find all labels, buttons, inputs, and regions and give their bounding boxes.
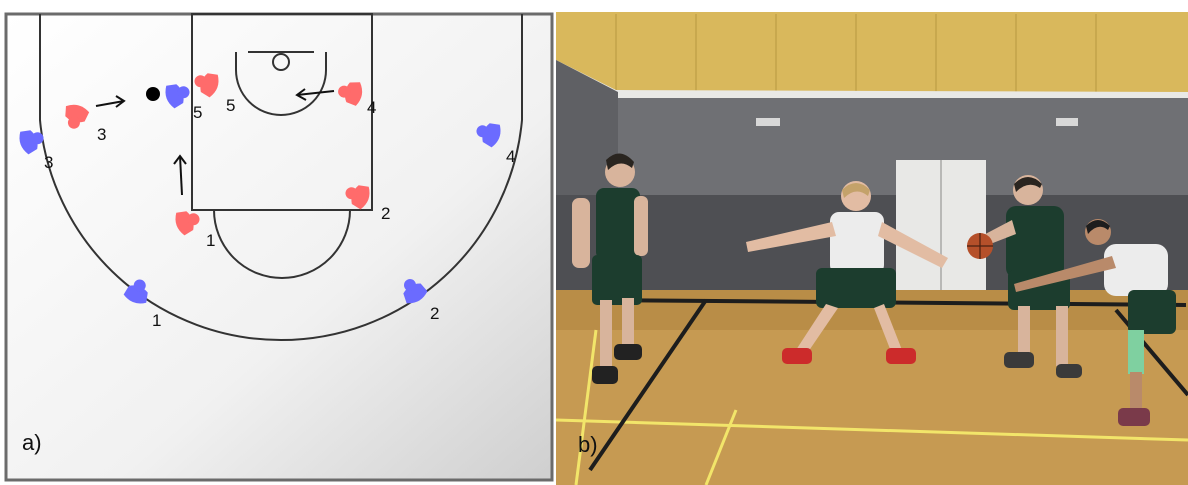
court-frame	[4, 12, 554, 482]
ball-marker	[146, 87, 160, 101]
defense-number-3: 3	[44, 153, 53, 172]
offense-number-5: 5	[226, 96, 235, 115]
defense-number-5: 5	[193, 103, 202, 122]
offense-number-1: 1	[206, 231, 215, 250]
player-left	[572, 153, 648, 384]
gym-photo: b)	[556, 12, 1188, 485]
court-lines	[39, 13, 523, 342]
defense-number-4: 4	[506, 147, 515, 166]
hoop	[272, 53, 290, 71]
court-diagram: 1 2 3 4 5 1 2 3 4 5 a)	[4, 12, 554, 482]
free-throw-circle	[213, 209, 351, 279]
player-defender-right	[1014, 219, 1176, 426]
arrow-offense-1	[179, 155, 183, 196]
movement-arrows	[95, 88, 335, 196]
arrow-head-offense-4	[295, 88, 307, 101]
arrow-offense-4	[296, 90, 335, 96]
court-floor-lines	[556, 329, 1188, 485]
arrow-head-offense-3	[115, 95, 126, 108]
three-point-line	[39, 14, 523, 342]
upper-wall	[556, 12, 1188, 98]
arrow-offense-3	[95, 100, 125, 107]
defense-number-2: 2	[430, 304, 439, 323]
offense-number-4: 4	[367, 98, 376, 117]
panel-b-label: b)	[578, 432, 598, 457]
player-defender	[746, 181, 948, 364]
player-ball-handler	[974, 175, 1082, 378]
arrow-head-offense-1	[173, 154, 187, 165]
key-lane	[191, 13, 373, 211]
wall-trim	[556, 60, 1188, 100]
defense-number-1: 1	[152, 311, 161, 330]
restricted-area	[235, 52, 327, 116]
panel-a-label: a)	[22, 430, 42, 455]
offense-number-2: 2	[381, 204, 390, 223]
offense-number-3: 3	[97, 125, 106, 144]
